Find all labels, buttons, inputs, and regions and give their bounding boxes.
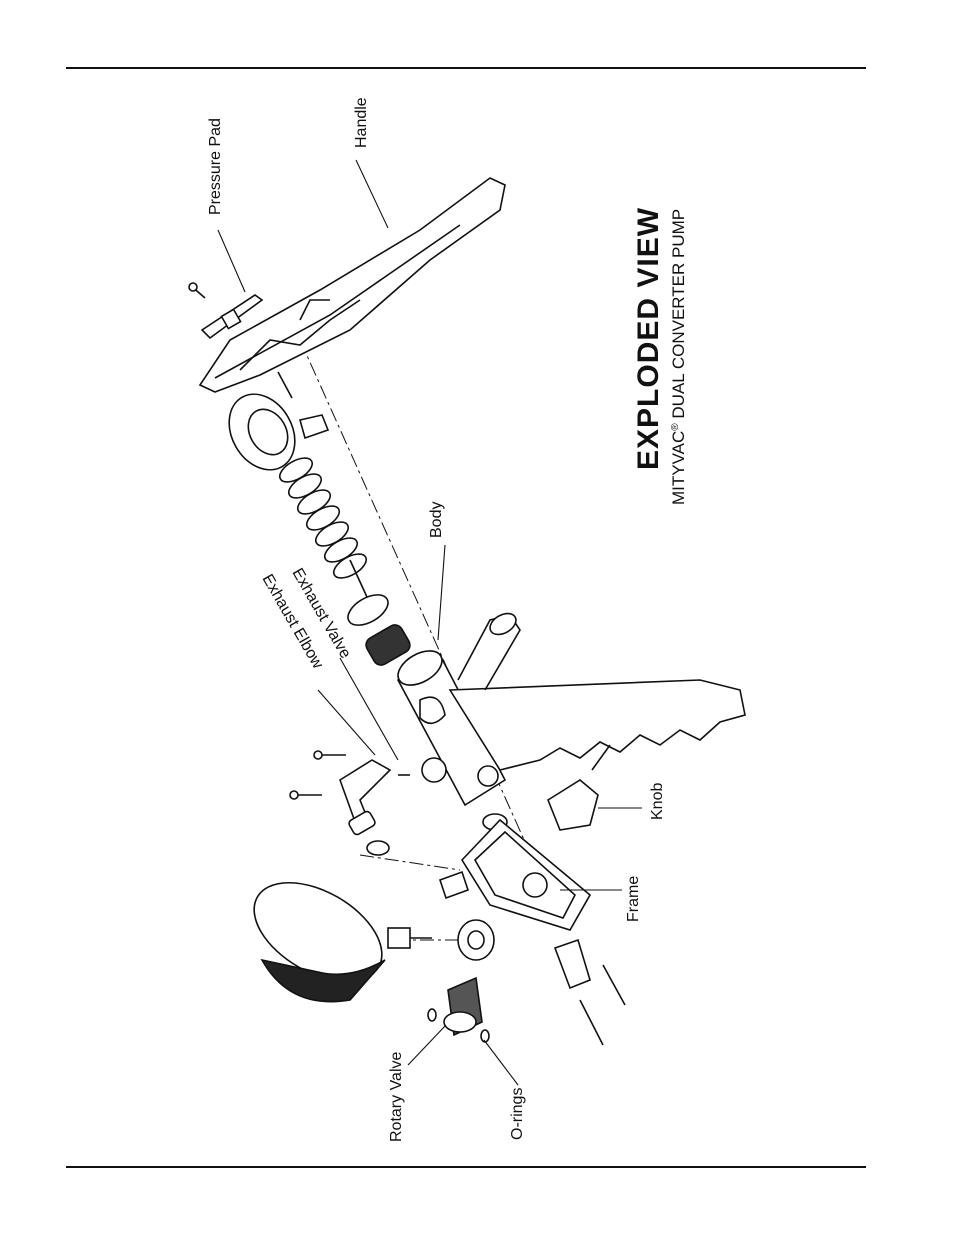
- label-pressure-pad: Pressure Pad: [207, 118, 224, 215]
- fitting-part: [457, 919, 495, 961]
- title-block: EXPLODED VIEW MITYVAC® DUAL CONVERTER PU…: [632, 207, 688, 505]
- leader-exhaust-valve: [339, 657, 399, 761]
- handle-part: [198, 177, 506, 393]
- pressure-pad-part: [188, 282, 264, 340]
- diagram-title: EXPLODED VIEW: [632, 207, 665, 470]
- assembly-axis-line: [299, 339, 561, 921]
- leader-handle: [355, 159, 389, 229]
- end-cap-part: [228, 393, 330, 471]
- leader-pressure-pad: [217, 229, 246, 293]
- frame-screw-2: [579, 999, 604, 1046]
- subtitle-brand: MITYVAC: [669, 431, 688, 505]
- exhaust-elbow-part: [289, 750, 392, 836]
- body-part: [396, 650, 507, 807]
- leader-rotary-valve: [407, 1024, 447, 1066]
- subtitle-registered-mark: ®: [670, 423, 681, 431]
- footer-rule: [66, 1166, 866, 1168]
- cap-screw: [277, 371, 293, 399]
- o-ring-upper: [366, 840, 390, 856]
- grip-part: [448, 612, 746, 771]
- label-body: Body: [428, 502, 445, 538]
- knob-part: [547, 744, 611, 831]
- label-knob: Knob: [649, 783, 666, 820]
- piston-part: [347, 559, 411, 666]
- label-handle: Handle: [353, 97, 370, 148]
- leader-body: [437, 544, 446, 641]
- diagram-subtitle: MITYVAC® DUAL CONVERTER PUMP: [669, 209, 688, 505]
- label-rotary-valve: Rotary Valve: [388, 1051, 405, 1142]
- label-frame: Frame: [625, 876, 642, 922]
- leader-exhaust-elbow: [317, 689, 376, 756]
- spring-part: [278, 457, 368, 579]
- subtitle-rest: DUAL CONVERTER PUMP: [669, 209, 688, 423]
- rotary-valve-part: [427, 976, 490, 1043]
- header-rule: [66, 67, 866, 69]
- frame-part: [438, 818, 592, 990]
- frame-screw-1: [602, 964, 626, 1006]
- leader-o-rings: [483, 1039, 519, 1086]
- gauge-part: [253, 881, 432, 1003]
- assembly-axis-line-2: [359, 854, 461, 871]
- label-o-rings: O-rings: [509, 1088, 526, 1140]
